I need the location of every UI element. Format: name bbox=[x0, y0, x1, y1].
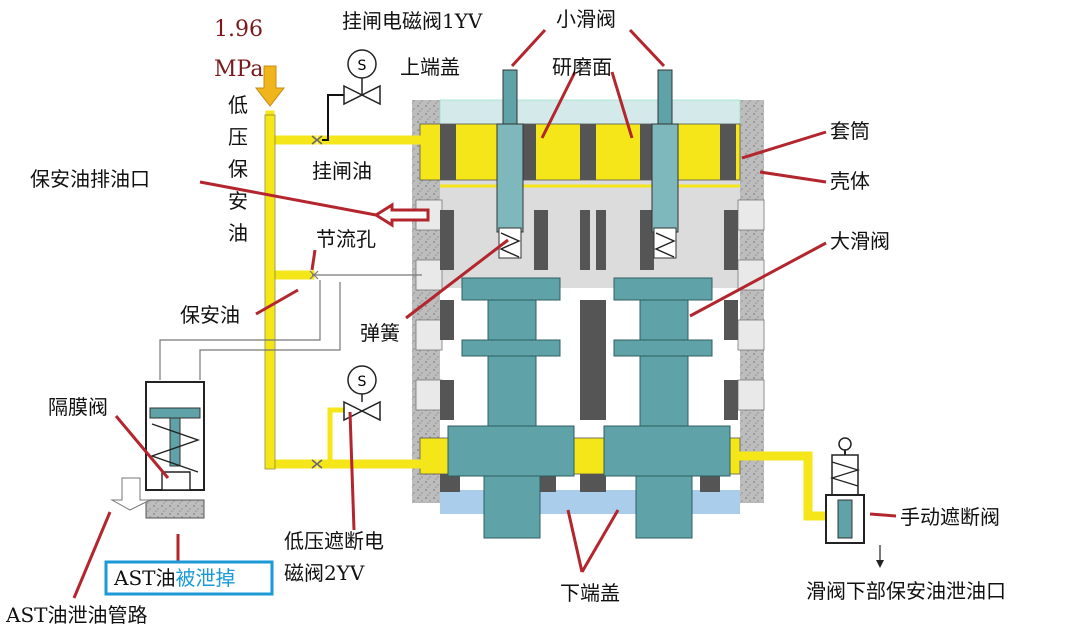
trip-solenoid-1yv: S bbox=[311, 49, 381, 145]
label-ast-oil-suffix: 被泄掉 bbox=[175, 566, 235, 590]
label-lp-char-4: 安 bbox=[228, 189, 248, 213]
label-sleeve: 套筒 bbox=[830, 119, 870, 143]
pipe-outlines bbox=[264, 114, 276, 470]
leader-lines bbox=[72, 28, 897, 599]
middle-partitions bbox=[440, 210, 738, 420]
label-trip-solenoid: 挂闸电磁阀1YV bbox=[342, 9, 483, 33]
safety-oil-drain-arrow bbox=[373, 202, 430, 228]
label-main-spool: 大滑阀 bbox=[830, 229, 890, 253]
pilot-valve-right bbox=[651, 69, 679, 259]
label-housing: 壳体 bbox=[830, 169, 870, 193]
label-lp-cutoff-solenoid-2: 磁阀2YV bbox=[284, 561, 365, 585]
orifice-lines bbox=[159, 270, 422, 380]
label-ast-drain-line: AST油泄油管路 bbox=[5, 603, 147, 627]
solenoid-2yv-symbol: S bbox=[358, 374, 367, 390]
label-ast-oil: AST油被泄掉 bbox=[113, 566, 235, 590]
label-lower-cover: 下端盖 bbox=[560, 581, 620, 605]
label-lp-char-5: 油 bbox=[228, 221, 248, 245]
label-trip-oil: 挂闸油 bbox=[312, 159, 372, 183]
label-lp-cutoff-solenoid-1: 低压遮断电 bbox=[284, 529, 384, 553]
label-manual-trip-valve: 手动遮断阀 bbox=[900, 505, 1000, 529]
label-spring: 弹簧 bbox=[360, 321, 400, 345]
lp-cutoff-solenoid-2yv: S bbox=[311, 365, 381, 469]
pressure-value: 1.96 bbox=[214, 17, 263, 42]
pressure-inlet-arrow-icon bbox=[254, 65, 286, 107]
label-lp-char-3: 保 bbox=[228, 157, 248, 181]
label-lp-char-1: 低 bbox=[228, 93, 248, 117]
label-upper-cover: 上端盖 bbox=[400, 55, 460, 79]
label-low-pressure-safety-oil: 低 压 保 安 油 bbox=[228, 93, 248, 245]
diaphragm-valve bbox=[110, 381, 205, 519]
solenoid-1yv-symbol: S bbox=[358, 58, 367, 74]
main-spool-right bbox=[603, 277, 731, 539]
label-lp-char-2: 压 bbox=[228, 125, 248, 149]
lower-seal-lands bbox=[440, 474, 720, 492]
pilot-valve-left bbox=[496, 69, 524, 259]
label-safety-oil-drain: 保安油排油口 bbox=[30, 167, 150, 191]
label-ast-oil-prefix: AST油 bbox=[113, 566, 175, 590]
ast-drained-box bbox=[104, 560, 274, 596]
upper-cover bbox=[439, 99, 741, 125]
label-pilot-valve: 小滑阀 bbox=[556, 7, 616, 31]
label-diaphragm-valve: 隔膜阀 bbox=[48, 395, 108, 419]
pressure-unit: MPa bbox=[214, 57, 263, 82]
label-spool-lower-drain: 滑阀下部保安油泄油口 bbox=[806, 579, 1006, 603]
label-safety-oil: 保安油 bbox=[180, 303, 240, 327]
label-orifice: 节流孔 bbox=[316, 227, 376, 251]
main-spool-left bbox=[447, 277, 575, 539]
label-grinding-surface: 研磨面 bbox=[552, 55, 612, 79]
manual-trip-valve bbox=[825, 437, 884, 568]
